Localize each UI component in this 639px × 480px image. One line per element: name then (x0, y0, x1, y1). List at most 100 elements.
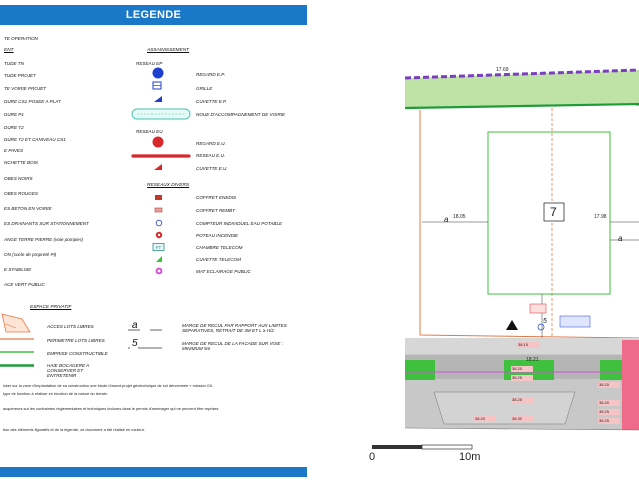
cuvette-ep-icon (154, 96, 162, 102)
elevation-tag-bg (598, 418, 620, 424)
emprise-constructible-zone (487, 131, 611, 295)
coffret-rembt-icon (154, 207, 163, 213)
lot-number: 7 (550, 205, 557, 219)
elevation-label: 38.20 (599, 382, 610, 387)
lot-boundary (419, 110, 639, 339)
legend-item: ON (socle de propreté PI) (4, 252, 57, 257)
legend-item: ANGE TERRE PIERRE (voie pompier) (4, 237, 83, 242)
elevation-tag-bg (511, 397, 533, 403)
elevation-tag-bg (598, 409, 620, 415)
elevation-tag-bg (511, 375, 533, 381)
elevation-label: 38.30 (512, 416, 523, 421)
legend-item: DURE T2 ET CANIVEAU CS1 (4, 137, 66, 142)
assainissement-title: ASSAINISSEMENT (147, 48, 190, 53)
elevation-tag-bg (511, 416, 533, 422)
elevation-tag-bg (598, 400, 620, 406)
acces-lots-icon (1, 313, 31, 333)
dim-left: 18.05 (453, 214, 466, 220)
legend-item: ACE VERT PUBLIC (4, 282, 45, 287)
elevation-label: 38.25 (599, 409, 610, 414)
green-parking-left (405, 360, 435, 380)
dim-right: 17.98 (594, 214, 607, 220)
divers-item: COMPTEUR INDIVIDUEL EAU POTABLE (196, 221, 283, 226)
eu-title: RESEAU EU (136, 129, 163, 134)
elevation-label: 38.15 (518, 342, 529, 347)
divers-item: COFFRET ENEDIS (196, 195, 237, 200)
marge-5-icon (128, 342, 162, 352)
eu-item: CUVETTE E.U. (196, 166, 228, 171)
plan-panel: 17.69 18.05 17.98 18.21 7 a a 5 38.15 38… (360, 0, 639, 480)
ep-item: CUVETTE E.P. (196, 99, 227, 104)
legend-item: DURE CS1 POSEE A PLAT (4, 99, 61, 104)
left-section-title: ENT (4, 48, 14, 53)
legend-item: TUDE TN (4, 61, 24, 66)
scale-bar-black (372, 445, 422, 449)
note-line: tion des éléments figuratifs et de la lé… (3, 427, 145, 432)
note-line: acquéreurs sur les contraintes réglement… (3, 406, 219, 411)
elevation-label: 38.20 (475, 416, 486, 421)
coffret-enedis-icon (155, 195, 162, 200)
prive-item: ACCES LOTS LIBRES (47, 324, 94, 329)
svg-text:FT: FT (156, 245, 162, 250)
facade-symbol: 5 (543, 318, 547, 325)
reseaux-divers-title: RESEAUX DIVERS (147, 183, 190, 188)
margin-a-symbol-right: a (618, 234, 623, 243)
elevation-tag-bg (517, 342, 539, 348)
chambre-telecom-icon: FT (152, 243, 165, 251)
elevation-label: 38.20 (599, 400, 610, 405)
divers-item: CUVETTE TELECOM (196, 257, 241, 262)
perimeter-line (404, 68, 639, 80)
compteur-eau-icon (155, 219, 163, 227)
note-line: icker sur la zone d'implantation de sa c… (3, 383, 214, 388)
elevation-label: 38.25 (512, 397, 523, 402)
road-edge (404, 427, 639, 431)
legend-item: OBES ROUGES (4, 191, 38, 196)
legend-item: TUDE PROJET (4, 73, 36, 78)
espace-prive-title: ESPACE PRIVATIF (30, 305, 72, 310)
haie-bocagere-icon (0, 364, 34, 367)
dim-top: 17.69 (496, 67, 509, 73)
legend-header: LEGENDE (0, 5, 307, 25)
legend-footer-bar (0, 467, 307, 477)
access-arrow-icon (506, 320, 518, 330)
prive-item: PERIMETRE LOTS LIBRES (47, 338, 105, 343)
marge-a-icon (128, 324, 162, 334)
prive-item: HAIE BOCAGERE A CONSERVER ET ENTRETENIR (47, 363, 90, 378)
marge-a-symbol: a (132, 320, 138, 331)
lot-number-box (543, 202, 565, 222)
dim-bottom: 18.21 (526, 357, 539, 363)
divers-item: POTEAU INCENDIE (196, 233, 239, 238)
site-plan (372, 68, 639, 450)
marge-a-label: MARGE DE RECUL PAR RAPPORT AUX LIMITES S… (182, 323, 287, 333)
mat-eclairage-icon (155, 267, 163, 275)
legend-item: TE VOIRIE PROJET (4, 86, 47, 91)
cuvette-telecom-icon (156, 256, 162, 262)
perimeter-label: TE OPERATION (4, 36, 38, 41)
scale-start: 0 (369, 451, 376, 463)
legend-item: E PAVES (4, 148, 24, 153)
marge-5-symbol: 5 (132, 338, 138, 349)
ep-item: GRILLE (196, 86, 213, 91)
coffret-marker (529, 303, 547, 314)
prive-item: EMPRISE CONSTRUCTIBLE (47, 351, 108, 356)
legend-item: ES DRAINANTS SUR STATIONNEMENT (4, 221, 89, 226)
regard-ep-icon (152, 67, 164, 79)
margin-a-symbol-left: a (444, 215, 449, 224)
grille-icon (152, 81, 162, 90)
reseau-eu-icon (131, 154, 191, 158)
poteau-incendie-icon (155, 231, 163, 239)
compteur-eau-marker (537, 323, 545, 331)
noue-icon (131, 108, 191, 120)
elevation-label: 38.20 (512, 366, 523, 371)
perimetre-lots-icon (0, 338, 34, 340)
elevation-label: 38.25 (512, 375, 523, 380)
elevation-tag-bg (598, 382, 620, 388)
divers-item: CHAMBRE TELECOM (196, 245, 243, 250)
telecom-marker (559, 315, 591, 328)
red-zone (622, 340, 639, 430)
divers-item: MAT ECLAIRAGE PUBLIC (196, 269, 251, 274)
legend-item: E STABILISE (4, 267, 32, 272)
ep-item: REGARD E.P. (196, 72, 226, 77)
scale-bar-white (421, 444, 473, 450)
ep-item: NOUE D'ACCOMPAGNEMENT DE VOIRIE (196, 112, 286, 117)
